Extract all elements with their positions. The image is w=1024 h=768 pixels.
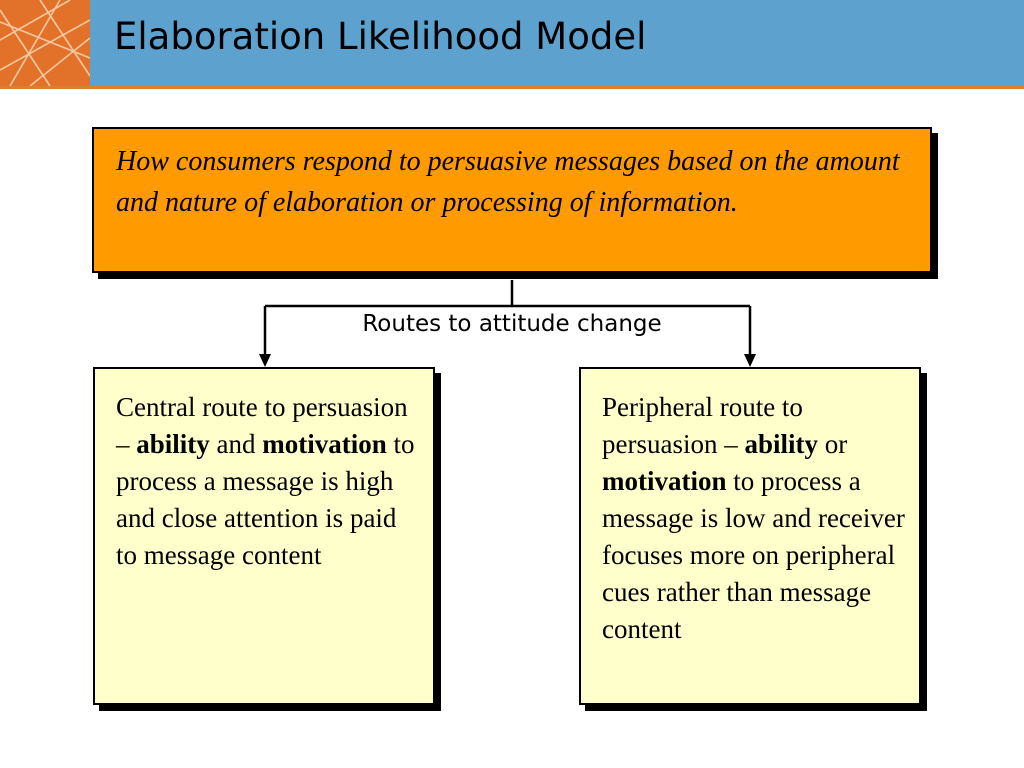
peripheral-keyword-ability: ability: [744, 429, 818, 459]
peripheral-lead: Peripheral route to persuasion –: [602, 392, 803, 459]
central-route-box: Central route to persuasion – ability an…: [93, 367, 435, 705]
central-keyword-ability: ability: [136, 429, 210, 459]
definition-text: How consumers respond to persuasive mess…: [116, 146, 900, 218]
central-keyword-motivation: motivation: [262, 429, 387, 459]
logo-lines-icon: [0, 0, 90, 86]
central-lead: Central route to persuasion –: [116, 392, 408, 459]
definition-box: How consumers respond to persuasive mess…: [92, 127, 932, 273]
slide-title: Elaboration Likelihood Model: [114, 15, 647, 58]
peripheral-joiner: or: [818, 429, 848, 459]
header-rule: [0, 86, 1024, 89]
central-tail: to process a message is high and close a…: [116, 429, 415, 570]
peripheral-route-box: Peripheral route to persuasion – ability…: [579, 367, 921, 705]
header-bar: [0, 0, 1024, 86]
routes-label: Routes to attitude change: [362, 311, 662, 337]
central-joiner: and: [209, 429, 263, 459]
peripheral-tail: to process a message is low and receiver…: [602, 466, 905, 644]
left-arrow-head: [259, 354, 271, 367]
peripheral-keyword-motivation: motivation: [602, 466, 727, 496]
right-arrow-head: [744, 354, 756, 367]
